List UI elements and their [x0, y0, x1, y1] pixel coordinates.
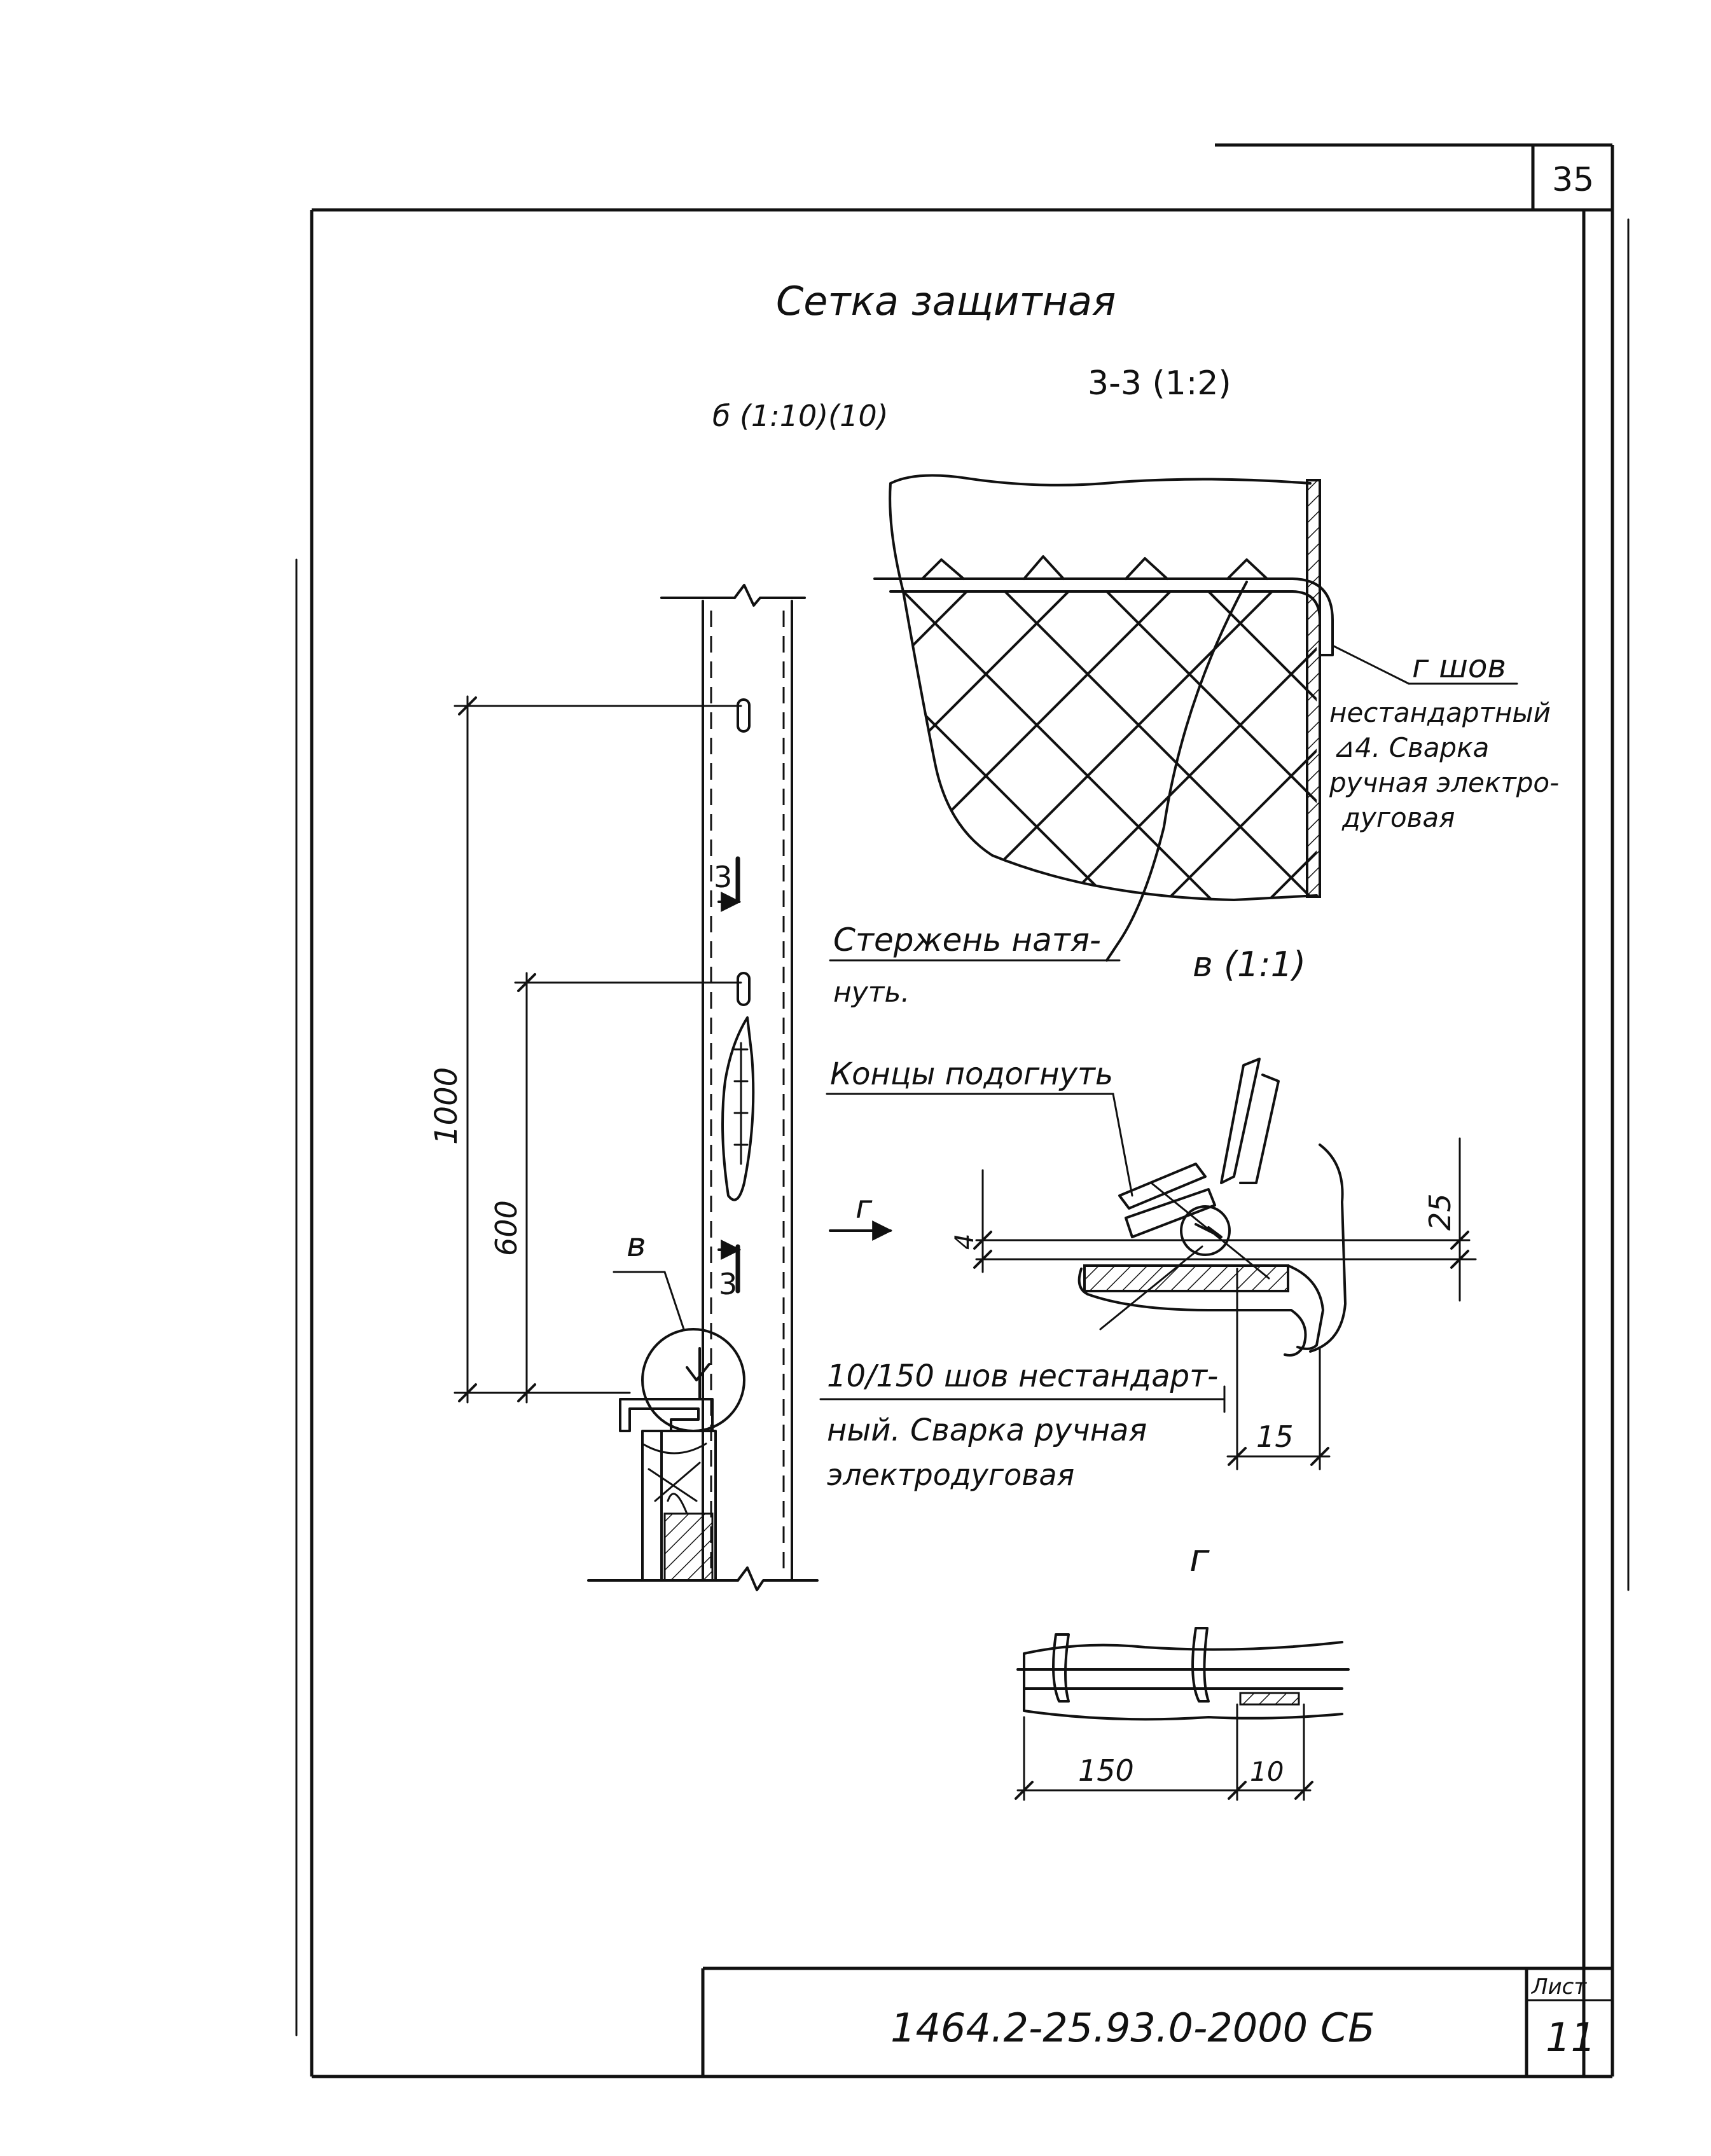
- frame-profile: [619, 1398, 717, 1582]
- weld-note-2: ⊿4. Сварка: [1333, 732, 1489, 763]
- dim-10: 10: [1250, 1756, 1284, 1787]
- detail-g-label: г: [1189, 1536, 1210, 1580]
- section-outline: [889, 474, 1318, 901]
- svg-text:3: 3: [714, 860, 732, 894]
- weld-v-note-3: электродуговая: [827, 1458, 1074, 1492]
- post-outline: [587, 584, 819, 1591]
- link-oval: [721, 1016, 755, 1201]
- svg-text:3: 3: [719, 1267, 737, 1301]
- rod-note-1: Стержень натя-: [833, 922, 1101, 958]
- sheet-label: Лист: [1530, 1974, 1587, 2000]
- page-number-box: 35: [1533, 161, 1612, 212]
- rod-callout: Стержень натя- нуть.: [829, 922, 1121, 1009]
- svg-text:600: 600: [489, 1200, 523, 1256]
- svg-text:1000: 1000: [429, 1067, 464, 1145]
- weld-v-note-2: ный. Сварка ручная: [827, 1413, 1147, 1448]
- weld-callout: г шов нестандартный ⊿4. Сварка ручная эл…: [1329, 644, 1559, 833]
- callout-v: в: [613, 1226, 745, 1432]
- rod-curve: [1105, 581, 1248, 962]
- dimension-1000: 1000: [429, 695, 742, 1404]
- side-wall: [1306, 479, 1321, 898]
- svg-text:в: в: [627, 1226, 646, 1264]
- tension-rod: [873, 577, 1334, 656]
- slot-top: [737, 698, 751, 733]
- base-plate: [1077, 1144, 1347, 1357]
- rod-note-2: нуть.: [833, 976, 910, 1009]
- svg-text:г: г: [855, 1189, 873, 1226]
- detail-v: в (1:1) Концы подогнуть г: [819, 944, 1477, 1492]
- detail-v-weld-note: 10/150 шов нестандарт- ный. Сварка ручна…: [819, 1358, 1226, 1492]
- view-b: б (1:10)(10) 3 3: [429, 399, 889, 1591]
- weld-head: г шов: [1412, 648, 1506, 685]
- document-code: 1464.2-25.93.0-2000 СБ: [890, 2005, 1375, 2051]
- mesh-wave: [921, 555, 1268, 580]
- bent-wire: [1118, 1058, 1280, 1256]
- dim-25: 25: [1423, 1193, 1457, 1231]
- section-arrow-g: г: [829, 1189, 893, 1241]
- section-3-3-label: 3-3 (1:2): [1088, 364, 1231, 403]
- weld-v-note-1: 10/150 шов нестандарт-: [827, 1358, 1218, 1394]
- sheet-number: 11: [1546, 2014, 1596, 2061]
- dimension-600: 600: [489, 972, 742, 1404]
- drawing-title: Сетка защитная: [776, 278, 1116, 324]
- detail-g-outline: [1023, 1641, 1343, 1721]
- weld-note-4: дуговая: [1341, 802, 1455, 833]
- detail-g: г 150 10: [1015, 1536, 1350, 1801]
- section-3-3: 3-3 (1:2) г шов нестандартный ⊿4. Сварка: [829, 364, 1559, 1009]
- section-mark-bottom: 3: [717, 1240, 742, 1301]
- title-block: 1464.2-25.93.0-2000 СБ Лист 11: [701, 1966, 1614, 2077]
- weld-note-1: нестандартный: [1329, 697, 1551, 728]
- drawing-frame: [295, 143, 1630, 2078]
- bend-note: Концы подогнуть: [830, 1056, 1113, 1092]
- page-number: 35: [1552, 161, 1594, 199]
- weld-note-3: ручная электро-: [1329, 767, 1559, 798]
- dim-15: 15: [1256, 1420, 1294, 1454]
- dim-150: 150: [1078, 1753, 1134, 1788]
- section-mark-top: 3: [714, 856, 742, 912]
- detail-v-label: в (1:1): [1193, 944, 1306, 985]
- dim-4: 4: [950, 1234, 980, 1250]
- slot-middle: [737, 972, 751, 1006]
- view-b-label: б (1:10)(10): [712, 399, 889, 433]
